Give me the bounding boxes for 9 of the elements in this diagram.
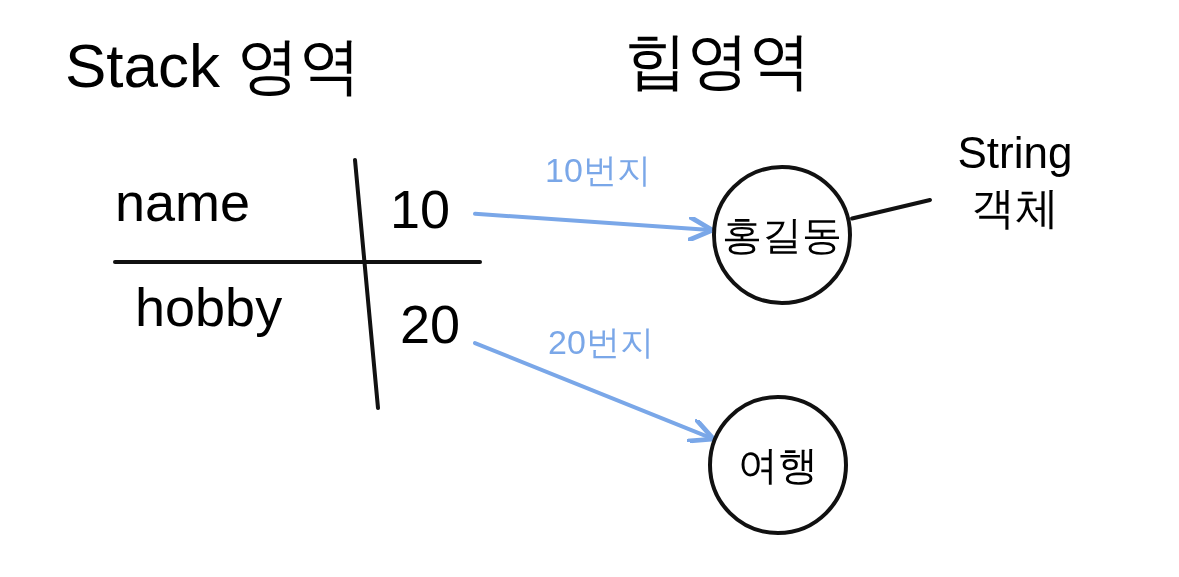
address-value: 20	[385, 295, 475, 355]
section-heading: 힙영역	[625, 30, 811, 92]
section-heading: Stack 영역	[65, 35, 362, 97]
leader-line	[850, 198, 932, 221]
field-name: name	[115, 175, 251, 229]
address-value: 10	[365, 180, 475, 240]
arrow	[473, 211, 715, 243]
object-note: String 객체	[930, 110, 1100, 250]
arrow	[473, 341, 716, 444]
